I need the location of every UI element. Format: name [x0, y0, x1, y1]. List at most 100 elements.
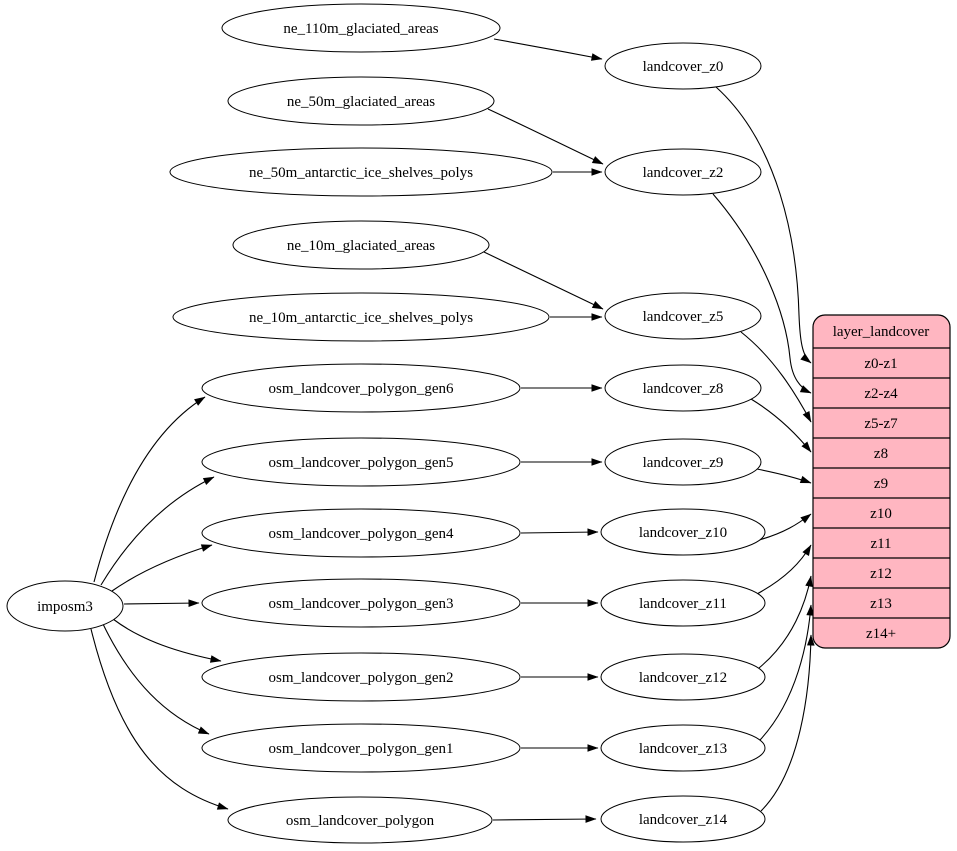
- node-ellipse: [227, 796, 493, 844]
- edge-imposm3-to-osm-landcover-polygon-gen2: [112, 618, 222, 663]
- edge-landcover-z14-to-row-z14plus: [760, 634, 815, 812]
- node-osm-landcover-polygon-gen4: osm_landcover_polygon_gen4: [201, 508, 521, 558]
- edge-landcover-z13-to-row-z13: [759, 604, 814, 741]
- edge-landcover-z12-to-row-z12: [758, 575, 813, 669]
- table-row-z2-z4: z2-z4: [864, 386, 898, 402]
- node-label: landcover_z11: [639, 596, 727, 612]
- edge-ne-110m-glaciated-areas-to-landcover-z0: [493, 38, 603, 61]
- node-ellipse: [600, 795, 766, 843]
- node-ellipse: [604, 148, 762, 196]
- table-row-z13: z13: [870, 596, 892, 612]
- node-osm-landcover-polygon-gen1: osm_landcover_polygon_gen1: [201, 723, 521, 773]
- table-row-z10: z10: [870, 506, 892, 522]
- table-row-z0-z1: z0-z1: [864, 356, 897, 372]
- node-label: landcover_z0: [643, 59, 724, 75]
- table-row-z12: z12: [870, 566, 892, 582]
- node-ellipse: [201, 508, 521, 558]
- node-landcover-z10: landcover_z10: [600, 508, 766, 556]
- node-label: ne_110m_glaciated_areas: [283, 21, 438, 37]
- node-ne-110m-glaciated-areas: ne_110m_glaciated_areas: [221, 3, 501, 53]
- node-label: ne_50m_glaciated_areas: [287, 94, 435, 110]
- node-osm-landcover-polygon: osm_landcover_polygon: [227, 796, 493, 844]
- node-label: landcover_z10: [639, 525, 727, 541]
- node-ellipse: [201, 723, 521, 773]
- node-label: landcover_z13: [639, 741, 727, 757]
- edge-imposm3-to-osm-landcover-polygon-gen3: [123, 599, 200, 607]
- edge-landcover-z5-to-row-z5-z7: [740, 331, 812, 423]
- node-landcover-z9: landcover_z9: [604, 438, 762, 486]
- edge-imposm3-to-osm-landcover-polygon-gen5: [100, 476, 215, 586]
- node-ellipse: [604, 438, 762, 486]
- node-ellipse: [604, 42, 762, 90]
- node-landcover-z11: landcover_z11: [600, 579, 766, 627]
- node-ne-10m-antarctic-ice-shelves-polys: ne_10m_antarctic_ice_shelves_polys: [172, 292, 550, 342]
- table-row-z11: z11: [870, 536, 891, 552]
- node-label: landcover_z14: [639, 812, 728, 828]
- node-label: ne_50m_antarctic_ice_shelves_polys: [249, 165, 473, 181]
- node-landcover-z14: landcover_z14: [600, 795, 766, 843]
- node-ellipse: [232, 220, 490, 270]
- edge-ne-50m-glaciated-areas-to-landcover-z2: [487, 108, 604, 165]
- node-ellipse: [604, 364, 762, 412]
- node-ne-50m-antarctic-ice-shelves-polys: ne_50m_antarctic_ice_shelves_polys: [169, 147, 553, 197]
- node-label: imposm3: [37, 599, 93, 615]
- node-label: osm_landcover_polygon_gen1: [269, 741, 454, 757]
- node-landcover-z13: landcover_z13: [600, 724, 766, 772]
- edge-landcover-z2-to-row-z2-z4: [712, 193, 812, 394]
- node-label: landcover_z5: [643, 309, 724, 325]
- edge-landcover-z10-to-row-z10: [758, 513, 812, 541]
- node-ellipse: [201, 578, 521, 628]
- node-ne-50m-glaciated-areas: ne_50m_glaciated_areas: [227, 76, 495, 126]
- node-osm-landcover-polygon-gen2: osm_landcover_polygon_gen2: [201, 652, 521, 702]
- node-landcover-z8: landcover_z8: [604, 364, 762, 412]
- node-label: ne_10m_antarctic_ice_shelves_polys: [249, 310, 473, 326]
- node-ellipse: [604, 292, 762, 340]
- edge-landcover-z11-to-row-z11: [756, 544, 812, 595]
- node-label: osm_landcover_polygon_gen6: [269, 381, 454, 397]
- node-landcover-z5: landcover_z5: [604, 292, 762, 340]
- edge-ne-10m-glaciated-areas-to-landcover-z5: [483, 251, 604, 310]
- edge-landcover-z0-to-row-z0-z1: [715, 86, 812, 364]
- node-ellipse: [6, 580, 124, 632]
- node-label: osm_landcover_polygon_gen3: [269, 596, 454, 612]
- node-label: osm_landcover_polygon: [286, 813, 435, 829]
- table-row-z9: z9: [874, 476, 888, 492]
- node-ellipse: [169, 147, 553, 197]
- edge-osm-landcover-polygon-to-landcover-z14: [492, 815, 597, 823]
- node-label: landcover_z2: [643, 165, 724, 181]
- node-osm-landcover-polygon-gen3: osm_landcover_polygon_gen3: [201, 578, 521, 628]
- node-label: landcover_z8: [643, 381, 724, 397]
- table-row-z5-z7: z5-z7: [864, 416, 898, 432]
- node-landcover-z0: landcover_z0: [604, 42, 762, 90]
- node-osm-landcover-polygon-gen6: osm_landcover_polygon_gen6: [201, 363, 521, 413]
- table-layer-landcover: layer_landcover z0-z1 z2-z4 z5-z7 z8 z9 …: [812, 314, 951, 649]
- edge-imposm3-to-osm-landcover-polygon-gen4: [111, 544, 213, 592]
- node-ellipse: [221, 3, 501, 53]
- node-label: osm_landcover_polygon_gen4: [269, 526, 454, 542]
- node-ellipse: [600, 724, 766, 772]
- node-ellipse: [172, 292, 550, 342]
- node-imposm3: imposm3: [6, 580, 124, 632]
- node-label: osm_landcover_polygon_gen2: [269, 670, 454, 686]
- node-ellipse: [201, 652, 521, 702]
- node-ellipse: [600, 579, 766, 627]
- edge-imposm3-to-osm-landcover-polygon-gen6: [93, 396, 206, 583]
- table-title: layer_landcover: [833, 324, 930, 340]
- table-row-z8: z8: [874, 446, 888, 462]
- edge-imposm3-to-osm-landcover-polygon-gen1: [102, 623, 210, 735]
- node-ellipse: [227, 76, 495, 126]
- node-ne-10m-glaciated-areas: ne_10m_glaciated_areas: [232, 220, 490, 270]
- node-ellipse: [201, 437, 521, 487]
- node-landcover-z12: landcover_z12: [600, 653, 766, 701]
- node-label: landcover_z12: [639, 670, 727, 686]
- node-label: ne_10m_glaciated_areas: [287, 238, 435, 254]
- table-outline: [812, 314, 951, 649]
- node-ellipse: [201, 363, 521, 413]
- node-ellipse: [600, 653, 766, 701]
- node-label: landcover_z9: [643, 455, 724, 471]
- node-osm-landcover-polygon-gen5: osm_landcover_polygon_gen5: [201, 437, 521, 487]
- edge-imposm3-to-osm-landcover-polygon: [90, 628, 229, 810]
- edge-landcover-z9-to-row-z9: [756, 468, 812, 484]
- edge-landcover-z8-to-row-z8: [750, 398, 812, 453]
